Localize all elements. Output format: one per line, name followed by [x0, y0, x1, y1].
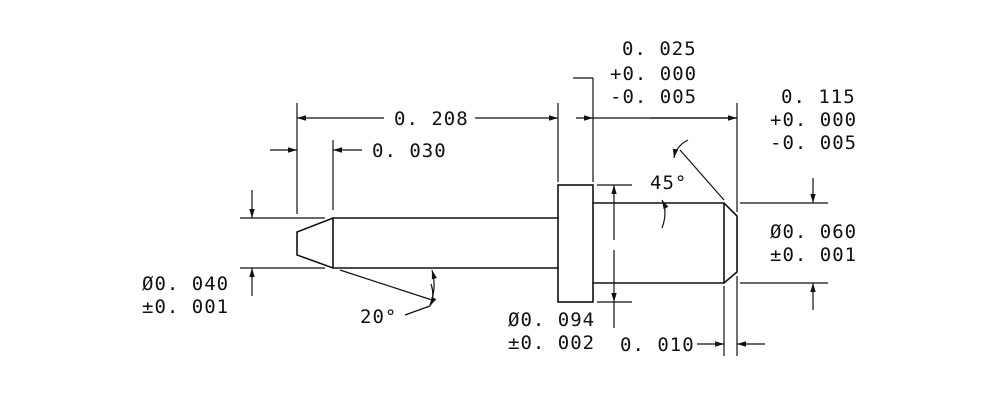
dim-front-diameter: Ø0. 040 ±0. 001: [142, 190, 255, 318]
rear-diameter-label: Ø0. 060: [770, 221, 857, 243]
tip-angle-label: 20°: [360, 306, 397, 328]
dim-tip-length: 0. 030: [270, 140, 447, 162]
dim-overall-length: 0. 208: [297, 108, 558, 130]
dim-collar-width: 0. 025 +0. 000 -0. 005: [576, 38, 737, 121]
collar-diameter-label: Ø0. 094: [508, 309, 595, 331]
front-diameter-tol: ±0. 001: [142, 296, 229, 318]
rear-length-label: 0. 115: [781, 86, 856, 108]
rear-length-tol-minus: -0. 005: [770, 132, 857, 154]
tip-length-label: 0. 030: [372, 140, 447, 162]
collar-width-tol-plus: +0. 000: [610, 63, 697, 85]
collar-width-label: 0. 025: [622, 38, 697, 60]
front-diameter-label: Ø0. 040: [142, 273, 229, 295]
dim-rear-diameter: Ø0. 060 ±0. 001: [770, 178, 857, 310]
overall-length-label: 0. 208: [394, 108, 469, 130]
rear-chamfer-length-label: 0. 010: [620, 334, 695, 356]
collar-width-tol-minus: -0. 005: [610, 86, 697, 108]
rear-diameter-tol: ±0. 001: [770, 244, 857, 266]
front-pin-body: [296, 217, 559, 269]
rear-pin-body: [592, 202, 738, 284]
dim-rear-chamfer-length: 0. 010: [620, 334, 765, 356]
chamfer-angle-label: 45°: [650, 172, 687, 194]
pin-outline: [296, 184, 738, 303]
rear-length-tol-plus: +0. 000: [770, 109, 857, 131]
dim-collar-diameter: Ø0. 094 ±0. 002: [508, 185, 617, 354]
collar: [557, 184, 594, 303]
dim-chamfer-angle: 45°: [650, 139, 725, 229]
dim-tip-angle: 20°: [339, 269, 438, 328]
collar-diameter-tol: ±0. 002: [508, 332, 595, 354]
dim-rear-length: 0. 115 +0. 000 -0. 005: [770, 86, 857, 154]
